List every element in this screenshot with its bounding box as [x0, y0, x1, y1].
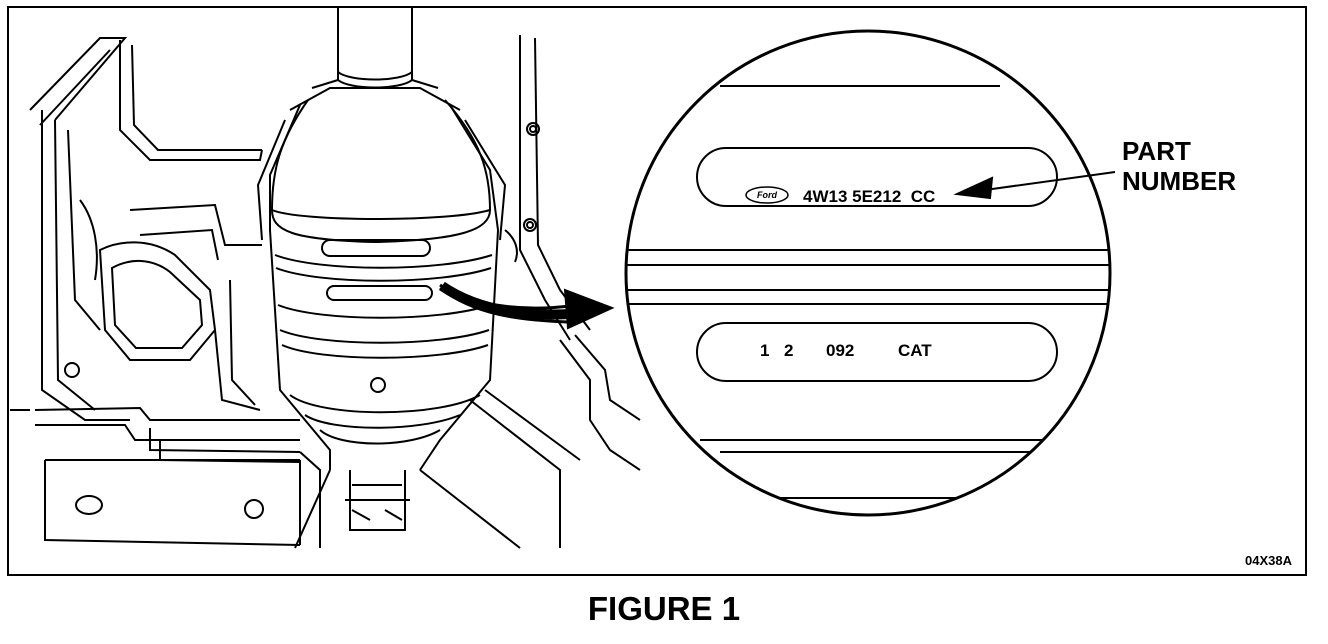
callout-line-1: PART	[1122, 136, 1191, 166]
underbody-structure	[10, 37, 521, 549]
figure-title: FIGURE 1	[587, 590, 741, 627]
ford-logo-text: Ford	[757, 190, 777, 200]
figure-code: 04X38A	[1245, 553, 1292, 568]
serial-value-4: CAT	[898, 341, 932, 360]
serial-plate	[696, 322, 1058, 382]
ford-logo: Ford	[745, 186, 789, 204]
magnified-detail	[626, 85, 1110, 499]
part-number-callout: PART NUMBER	[1122, 136, 1236, 196]
pointer-arrow	[439, 281, 615, 330]
part-number-text: 4W13 5E212 CC	[803, 187, 935, 206]
part-number-plate	[696, 147, 1058, 207]
serial-value-1: 1	[760, 341, 769, 360]
magnified-view-circle	[624, 29, 1112, 517]
serial-value-3: 092	[826, 341, 854, 360]
serial-value-2: 2	[784, 341, 793, 360]
callout-line-2: NUMBER	[1122, 166, 1237, 196]
figure-frame	[7, 6, 1307, 576]
catalytic-converter	[256, 8, 507, 531]
part-number-leader	[953, 171, 1116, 200]
